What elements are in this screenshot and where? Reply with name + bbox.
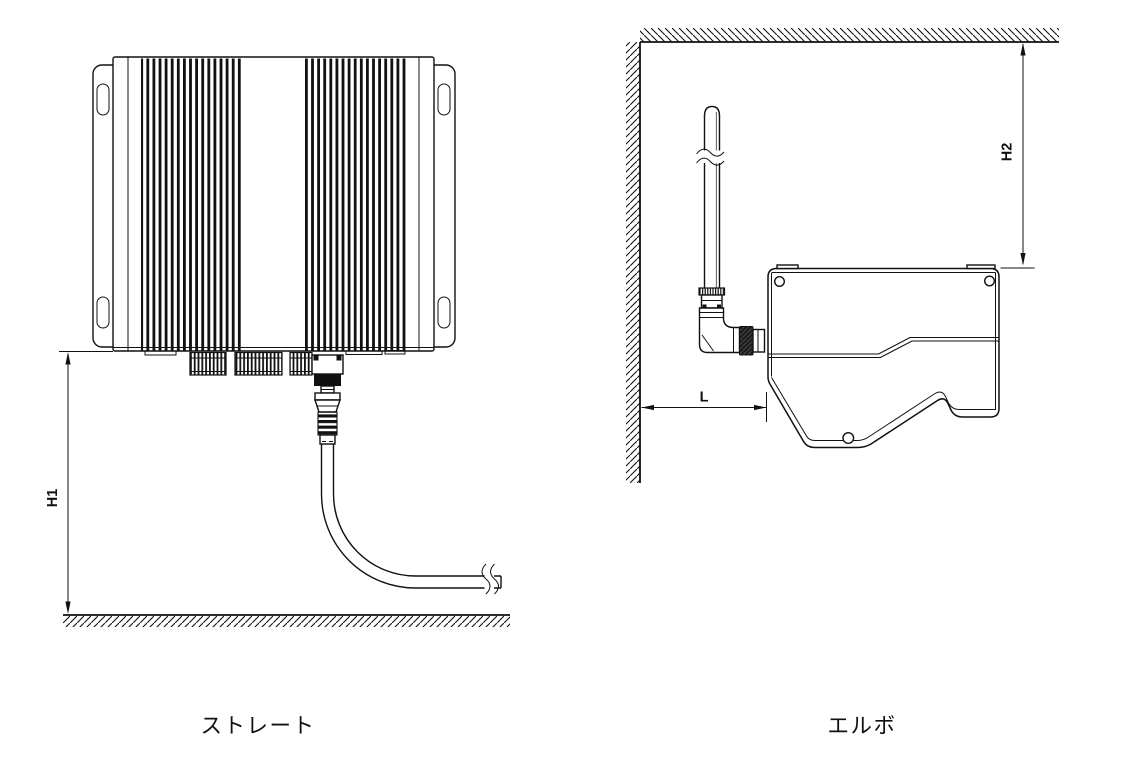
wall-hatching (626, 42, 640, 483)
bottom-tab (144, 350, 177, 356)
sensor-head-outline (767, 267, 1000, 449)
screw-hole (984, 275, 996, 287)
terminal-connector-2 (234, 351, 283, 376)
caption-straight: ストレート (200, 714, 315, 738)
mounting-slot-top-right (437, 83, 451, 116)
top-tab (966, 264, 996, 270)
arrowhead-up (65, 352, 71, 365)
bottom-tab (384, 350, 406, 355)
straight-figure: H1 ストレート (45, 56, 510, 738)
arrowhead-left (641, 404, 654, 411)
floor-hatching (63, 616, 510, 627)
terminal-connector-1 (189, 351, 227, 376)
caption-elbow: エルボ (827, 714, 896, 738)
plug-ribbed-boot (317, 411, 338, 436)
dimension-h1: H1 (45, 351, 113, 614)
ceiling (640, 28, 1059, 43)
floor (63, 614, 510, 627)
dimension-l: L (641, 390, 767, 422)
mounting-slot-bottom-right (437, 296, 451, 329)
body-seam-line (768, 336, 999, 355)
arrowhead-up (1020, 43, 1026, 56)
wall (626, 42, 641, 483)
mounting-slot-bottom-left (96, 296, 110, 329)
elbow-nut (739, 326, 754, 356)
elbow-connector (698, 287, 766, 356)
terminal-connector-3 (289, 351, 313, 376)
cable-break-symbol (696, 148, 725, 157)
elbow-cable (696, 105, 725, 288)
bottom-tab (345, 350, 383, 355)
dimension-label-h1: H1 (45, 489, 61, 508)
plug-lock-ring (314, 374, 341, 386)
bottom-screw (842, 432, 855, 445)
screw-hole (774, 276, 786, 288)
cable-break-symbol (481, 563, 491, 595)
dimension-label-h2: H2 (1000, 143, 1016, 162)
elbow-figure: L H2 エルボ (626, 28, 1059, 738)
cable-plug-straight (311, 354, 344, 445)
mounting-slot-top-left (96, 83, 110, 116)
straight-cable (320, 444, 502, 596)
dimension-h2: H2 (1000, 43, 1035, 269)
ceiling-hatching (640, 28, 1059, 42)
arrowhead-down (65, 601, 71, 614)
sensor-head-body (767, 264, 1000, 449)
top-tab (776, 264, 799, 270)
arrowhead-right (754, 404, 767, 411)
heatsink-fins-left (141, 58, 243, 351)
dimension-label-l: L (700, 390, 709, 406)
arrowhead-down (1020, 253, 1026, 266)
heatsink-fins-right (303, 58, 407, 351)
